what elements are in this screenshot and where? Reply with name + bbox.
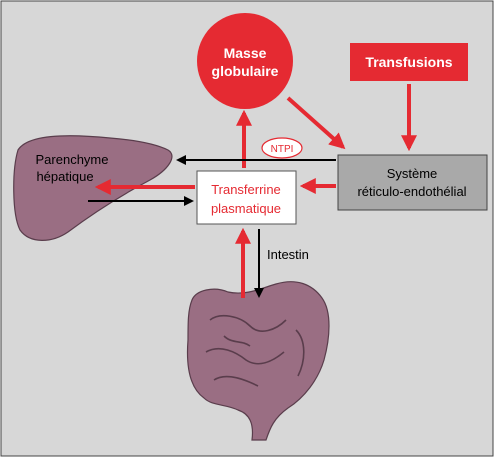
transfusions-label: Transfusions (365, 54, 452, 70)
arrow-masse-to-systeme (286, 96, 346, 150)
ntpi-label: NTPI (271, 144, 294, 155)
transferrine-node: Transferrine plasmatique (196, 170, 297, 225)
systeme-line1: Système (387, 166, 438, 181)
systeme-node: Système réticulo-endothélial (337, 154, 488, 211)
transfusions-node: Transfusions (350, 43, 468, 81)
transferrine-line1: Transferrine (211, 182, 281, 197)
masse-line2: globulaire (212, 63, 279, 79)
intestin-label: Intestin (267, 247, 309, 262)
parenchyme-line2: hépatique (36, 169, 93, 184)
masse-line1: Masse (224, 45, 267, 61)
liver-icon (13, 135, 173, 241)
systeme-line2: réticulo-endothélial (357, 184, 466, 199)
intestine-icon (186, 281, 330, 441)
ntpi-node: NTPI (261, 137, 303, 159)
masse-globulaire-node: Masse globulaire (197, 13, 293, 109)
parenchyme-line1: Parenchyme (36, 152, 109, 167)
transferrine-line2: plasmatique (211, 201, 281, 216)
